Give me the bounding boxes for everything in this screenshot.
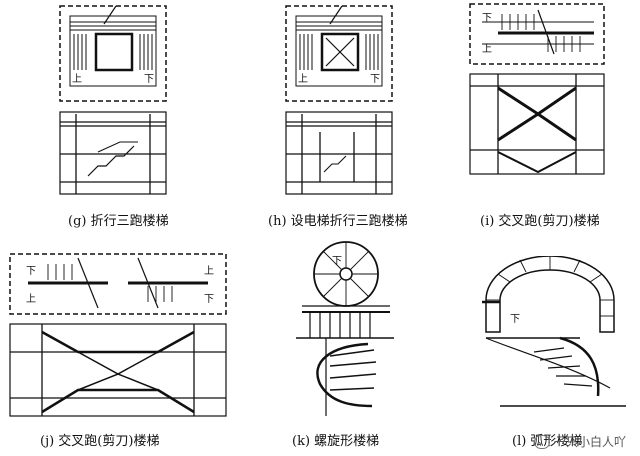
j-down-left-label: 下 — [26, 266, 36, 277]
figure-l: 下 — [480, 256, 630, 416]
figure-i-drawing: 下 上 — [469, 3, 605, 175]
figure-h: 上 下 — [284, 4, 396, 196]
g-down-label: 下 — [144, 74, 154, 85]
figure-i: 下 上 — [468, 2, 608, 178]
caption-g: (g) 折行三跑楼梯 — [68, 214, 169, 229]
j-up-left-label: 上 — [26, 293, 36, 305]
g-up-label: 上 — [72, 73, 82, 85]
figure-l-drawing: 下 — [482, 256, 626, 407]
i-up-label: 上 — [482, 43, 492, 55]
caption-k: (k) 螺旋形楼梯 — [292, 434, 380, 449]
figure-h-drawing: 上 下 — [285, 5, 393, 195]
caption-h: (h) 设电梯折行三跑楼梯 — [268, 214, 408, 229]
j-up-right-label: 上 — [204, 265, 214, 277]
chat-bubble-icon — [533, 434, 550, 449]
figure-k: 下 — [290, 238, 400, 418]
h-up-label: 上 — [298, 73, 308, 85]
watermark: 一只小白人吖 — [533, 433, 626, 450]
figure-j-drawing: 下 上 上 下 — [9, 253, 227, 417]
l-down-label: 下 — [510, 314, 520, 325]
figure-g: 上 下 — [58, 4, 170, 196]
figure-k-drawing: 下 — [296, 241, 394, 416]
figure-j: 下 上 上 下 — [8, 252, 230, 418]
i-down-label: 下 — [482, 13, 492, 24]
figure-g-drawing: 上 下 — [59, 5, 167, 195]
h-down-label: 下 — [370, 74, 380, 85]
watermark-text: 一只小白人吖 — [553, 435, 626, 449]
j-down-right-label: 下 — [204, 294, 214, 305]
k-down-label: 下 — [332, 256, 342, 267]
caption-i: (i) 交叉跑(剪刀)楼梯 — [480, 214, 600, 229]
caption-j: (j) 交叉跑(剪刀)楼梯 — [40, 434, 160, 449]
